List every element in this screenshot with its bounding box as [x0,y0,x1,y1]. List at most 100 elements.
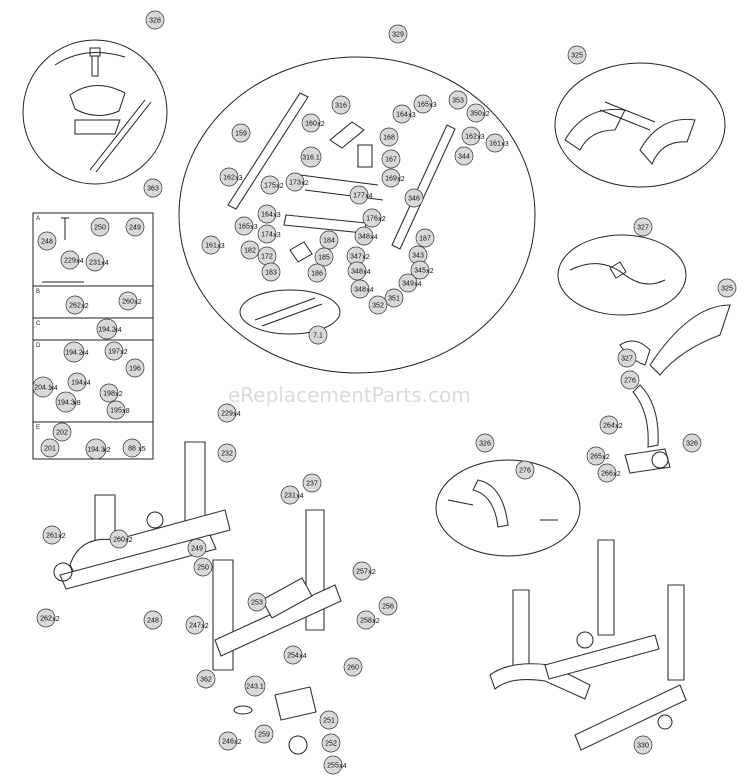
callout-label: 164 [261,212,273,219]
rear-base-frame [212,509,342,755]
callout-label: 260 [113,537,125,544]
callout-353: 353 [448,90,468,110]
callout-qty: x3 [250,224,258,231]
callout-label: 248 [41,239,53,246]
callout-qty: x2 [201,623,209,630]
callout-bubble [620,370,640,390]
callout-label: 165 [238,224,250,231]
callout-label: 346 [408,196,420,203]
callout-bubble [143,610,163,630]
callout-label: 248 [147,618,159,625]
callout-bubble [125,358,145,378]
assembled-wheel-rear [657,714,673,730]
callout-label: 262 [69,303,81,310]
callout-label: 316.1 [302,155,320,162]
seat-post-knob [89,47,101,77]
crank-arm-276-detail [472,479,509,528]
callout-bubble [381,149,401,169]
foot-wheel-261 [53,562,73,582]
callout-bubble [32,376,54,398]
callout-label: 325 [721,286,733,293]
callout-bubble [586,446,606,466]
callout-label: 255 [327,763,339,770]
callout-qty: x2 [134,299,142,306]
callout-bubble [65,295,85,315]
callout-bubble [717,278,737,298]
callout-bubble [63,341,85,363]
callout-bubble [597,463,617,483]
callout-qty: x2 [368,569,376,576]
callout-label: 173 [289,180,301,187]
callout-qty: x2 [234,739,242,746]
callout-253: 253 [247,592,267,612]
callout-qty: x2 [81,303,89,310]
callout-qty: x3 [501,141,509,148]
callout-bubble [196,669,216,689]
callout-bubble [307,263,327,283]
callout-260: 260 [343,657,363,677]
callout-qty: x4 [365,193,373,200]
callout-bubble [145,10,165,30]
callout-label: 260 [347,665,359,672]
callout-qty: x2 [426,268,434,275]
callout-316: 316 [331,95,351,115]
callout-label: 249 [129,225,141,232]
callout-bubble [234,216,254,236]
callout-bubble [368,295,388,315]
callout-bubble [52,422,72,442]
callout-qty: x2 [120,349,128,356]
callout-250: 250 [193,557,213,577]
callout-bubble [410,260,430,280]
callout-label: 231 [284,493,296,500]
callout-bubble [96,318,118,340]
callout-label: 249 [191,546,203,553]
callout-bubble [240,240,260,260]
callout-bubble [261,262,281,282]
callout-bubble [42,525,62,545]
callout-label: 349 [402,281,414,288]
callout-label: 197 [108,349,120,356]
callout-276: 276 [515,460,535,480]
callout-label: 257 [356,569,368,576]
callout-qty: x2 [52,616,60,623]
callout-bubble [219,167,239,187]
assembled-upright-back [512,589,530,671]
detail-327-group [557,234,687,316]
callout-bubble [122,438,142,458]
callout-bubble [36,608,56,628]
callout-bubble [280,485,300,505]
callout-352: 352 [368,295,388,315]
callout-qty: x8 [122,408,130,415]
callout-label: 264 [603,423,615,430]
callout-bubble [392,104,412,124]
callout-qty: x4 [114,327,122,334]
callout-label: 261 [46,533,58,540]
detail-bubble-325 [554,62,726,188]
callout-label: 276 [624,378,636,385]
callout-325: 325 [567,45,587,65]
crank-bracket-326 [624,448,671,474]
callout-bubble [448,90,468,110]
callout-202: 202 [52,422,72,442]
callout-bubble [60,250,80,270]
callout-label: 162 [465,134,477,141]
detail-bubble-326 [435,459,581,557]
mount-plate-253 [261,577,313,619]
caster-plate-251 [274,686,317,721]
foot-wheel-260 [146,511,164,529]
callout-329: 329 [388,24,408,44]
callout-label: 186 [311,271,323,278]
callout-label: 325 [571,53,583,60]
callout-351: 351 [384,288,404,308]
callout-label: 326 [479,441,491,448]
callout-label: 194.2 [98,327,116,334]
callout-label: 204.1 [34,385,52,392]
